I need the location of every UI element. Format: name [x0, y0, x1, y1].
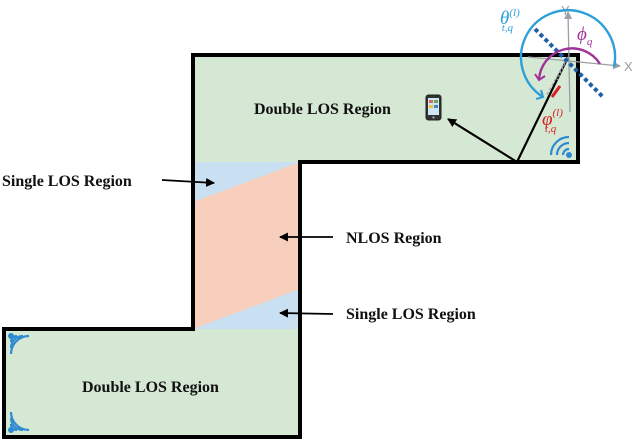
- smartphone-icon: [425, 94, 442, 121]
- varphi-marker: [550, 85, 562, 98]
- phi-arc: [537, 47, 602, 81]
- single-los-region-right-label: Single LOS Region: [346, 306, 476, 323]
- normal-dashed-line: [545, 56, 569, 97]
- theta-label: θ(l)t,q: [500, 7, 520, 34]
- y-axis-line: [564, 11, 573, 113]
- nlos-fill: [193, 162, 300, 329]
- wifi-antenna-icon: [549, 135, 572, 158]
- phi-arc-tick: [534, 73, 546, 82]
- single-los-region-left-label: Single LOS Region: [2, 173, 132, 190]
- wifi-antenna-icon: [8, 333, 30, 355]
- varphi-label: φ(l)t,q: [542, 107, 563, 135]
- nlos-region-label: NLOS Region: [346, 230, 442, 247]
- antenna-array-line: [533, 27, 605, 99]
- wifi-antenna-icon: [8, 411, 30, 433]
- single-los-lower-fill: [193, 289, 300, 330]
- theta-arc: [519, 9, 617, 99]
- theta-arc-tick: [535, 89, 545, 101]
- x-axis-label: X: [624, 59, 633, 74]
- walls-outline: [2, 53, 580, 439]
- bottom-double-los-fill: [4, 329, 300, 437]
- top-double-los-fill: [193, 55, 578, 162]
- arrow-single-los-left: [161, 178, 215, 188]
- double-los-region-top-label: Double LOS Region: [254, 101, 391, 118]
- arrow-single-los-right: [279, 308, 334, 318]
- x-axis-line: [527, 56, 621, 70]
- double-los-region-bottom-label: Double LOS Region: [82, 379, 219, 396]
- phi-label: ϕq: [577, 24, 593, 48]
- ray-to-smartphone: [447, 118, 518, 163]
